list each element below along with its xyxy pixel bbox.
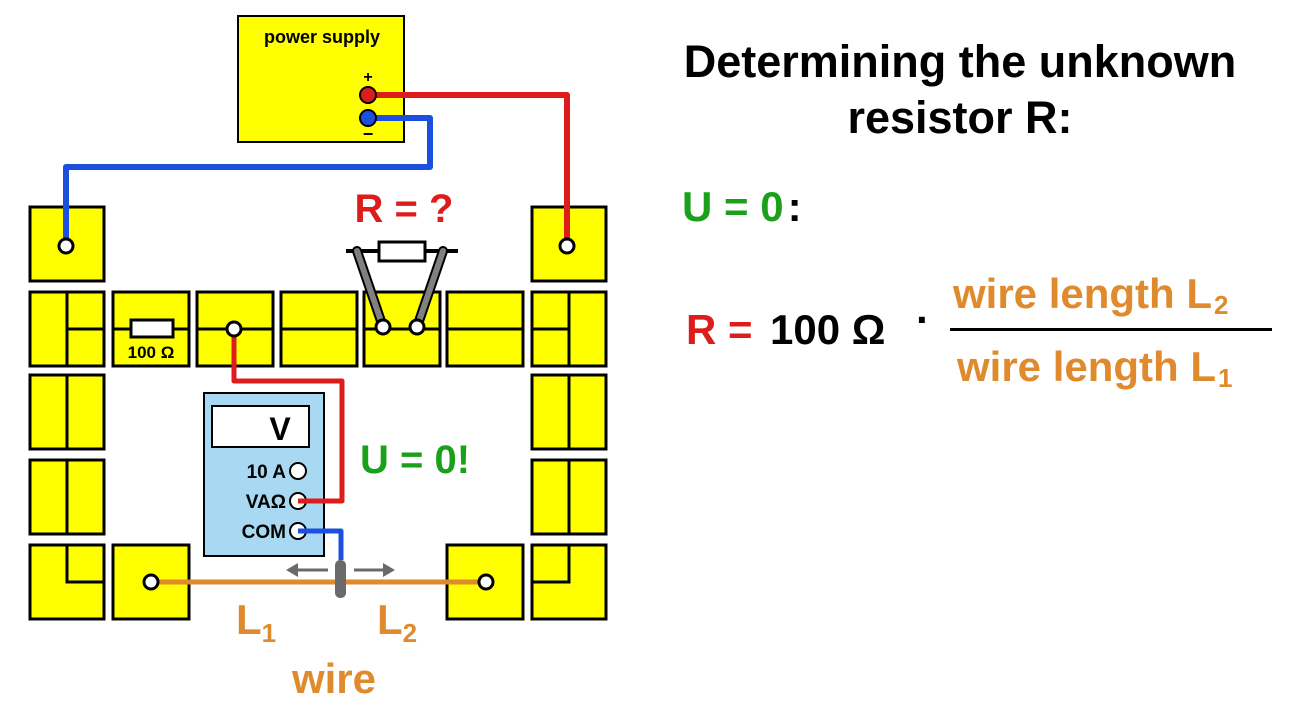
block-right-corner xyxy=(530,543,608,621)
condition-text: U = 0 xyxy=(682,183,784,230)
block-left-col-1 xyxy=(28,290,106,368)
u-zero-label: U = 0! xyxy=(360,438,470,482)
supply-plus-terminal xyxy=(359,86,377,104)
explanation-title: Determining the unknown resistor R: xyxy=(640,34,1280,146)
condition-line: U = 0: xyxy=(682,183,802,231)
meter-port-10a xyxy=(289,462,307,480)
block-left-corner xyxy=(28,543,106,621)
formula-numerator: wire length L2 xyxy=(953,270,1228,321)
meter-port-vaohm-label: VAΩ xyxy=(246,492,286,513)
block-left-col-2 xyxy=(28,373,106,451)
fraction-bar xyxy=(950,328,1272,331)
length-label-l1: L1 xyxy=(236,596,276,648)
formula-denominator: wire length L1 xyxy=(957,343,1232,394)
reference-resistor-label: 100 Ω xyxy=(128,343,175,362)
wire-label: wire xyxy=(291,655,376,702)
block-right-col-3 xyxy=(530,458,608,536)
block-right-col-1 xyxy=(530,290,608,368)
socket-resistor-right xyxy=(408,318,426,336)
supply-minus-terminal xyxy=(359,109,377,127)
denominator-subscript: 1 xyxy=(1218,363,1233,393)
red-meter-lead xyxy=(231,329,345,504)
socket-top-left xyxy=(57,237,75,255)
condition-colon: : xyxy=(787,183,802,230)
slide-left-arrow-icon xyxy=(286,563,328,577)
formula-lhs: R = xyxy=(686,306,753,353)
unknown-resistor xyxy=(346,240,458,332)
title-line-1: Determining the unknown xyxy=(683,36,1237,87)
formula-dot: · xyxy=(916,296,930,343)
numerator-text: wire length L xyxy=(953,270,1213,317)
minus-sign: − xyxy=(363,124,374,144)
unknown-resistor-label: R = ? xyxy=(355,187,454,231)
socket-wire-left xyxy=(142,573,160,591)
numerator-subscript: 2 xyxy=(1214,290,1229,320)
meter-display: V xyxy=(269,411,291,447)
meter-port-com-label: COM xyxy=(242,522,286,543)
block-reference-resistor xyxy=(111,290,191,368)
plus-sign: + xyxy=(363,69,372,86)
blue-supply-wire xyxy=(63,115,433,246)
block-straight-1 xyxy=(279,290,359,368)
power-supply-label: power supply xyxy=(264,27,380,47)
reference-resistor-symbol xyxy=(129,318,175,339)
meter-port-10a-label: 10 A xyxy=(247,462,287,483)
block-straight-2 xyxy=(445,290,525,368)
length-label-l2: L2 xyxy=(377,596,417,648)
socket-resistor-left xyxy=(374,318,392,336)
socket-wire-right xyxy=(477,573,495,591)
sliding-contact xyxy=(335,560,346,598)
block-left-col-3 xyxy=(28,458,106,536)
socket-meter-tap xyxy=(225,320,243,338)
slide-right-arrow-icon xyxy=(354,563,395,577)
denominator-text: wire length L xyxy=(957,343,1217,390)
title-line-2: resistor R: xyxy=(847,92,1073,143)
block-right-col-2 xyxy=(530,373,608,451)
circuit-diagram: power supply + − xyxy=(28,15,608,702)
socket-top-right xyxy=(558,237,576,255)
red-supply-wire xyxy=(368,92,570,246)
blue-meter-lead xyxy=(298,528,344,560)
formula-value: 100 Ω xyxy=(770,306,886,353)
